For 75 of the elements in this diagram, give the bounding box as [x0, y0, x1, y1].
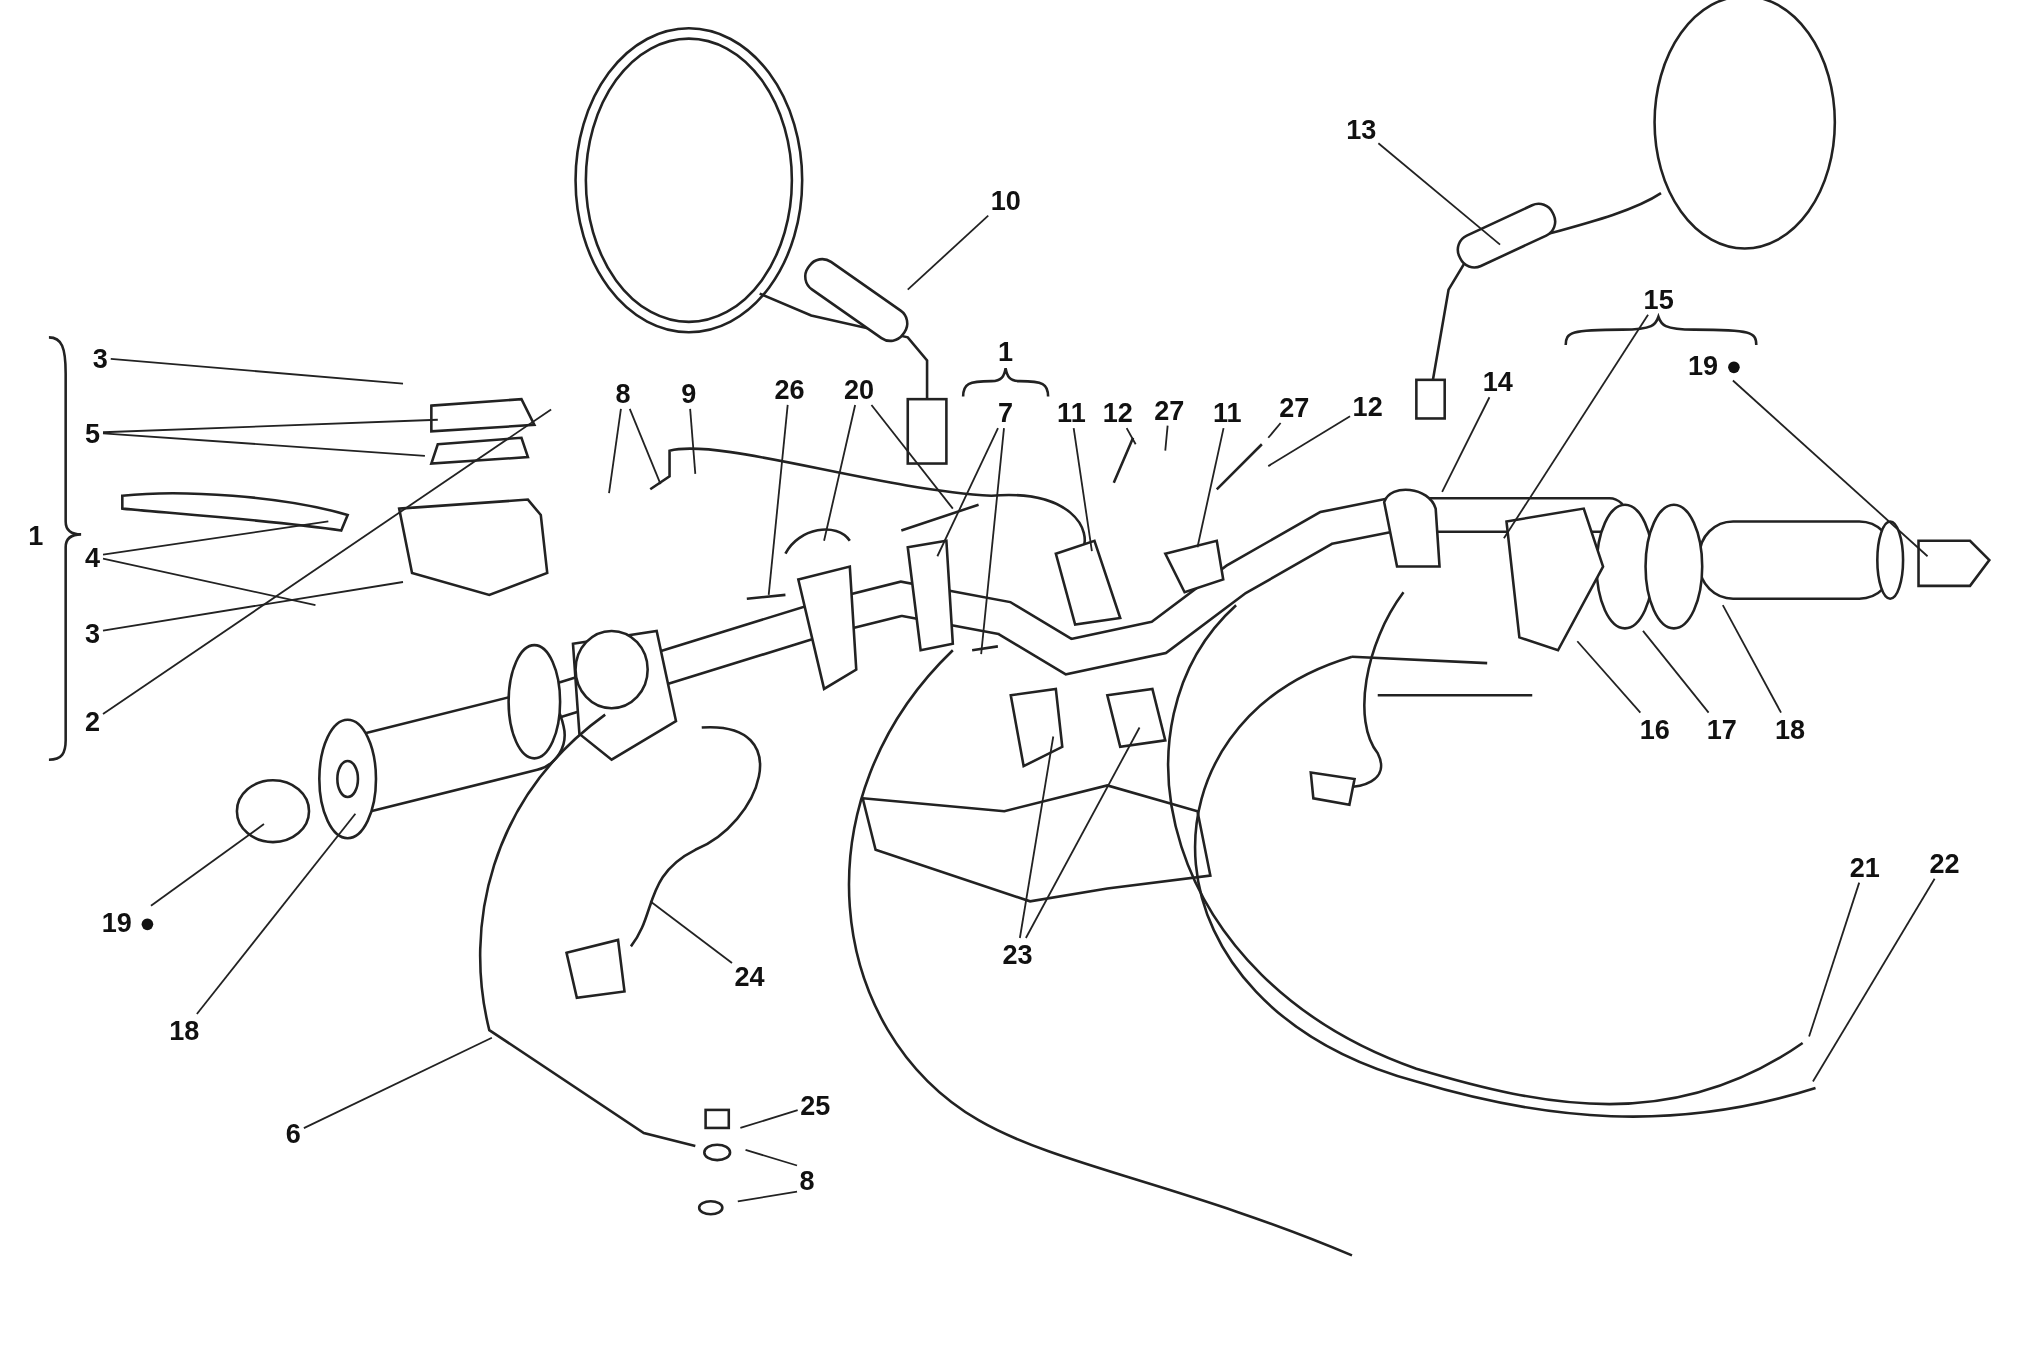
callout-number: 19 ● — [100, 907, 157, 937]
callout-number: 27 — [1277, 392, 1311, 422]
callout-number: 12 — [1351, 390, 1384, 421]
leader-line — [150, 823, 265, 907]
leader-line — [1018, 735, 1055, 939]
leader-line — [689, 407, 697, 475]
callout-number: 2 — [83, 706, 102, 736]
callout-number: 3 — [83, 617, 102, 647]
callout-number: 8 — [798, 1164, 816, 1195]
leader-line — [1267, 422, 1282, 439]
callout-number: 14 — [1481, 366, 1515, 396]
leader-line — [980, 427, 1005, 655]
callout-number: 7 — [996, 397, 1015, 427]
callout-number: 1 — [996, 335, 1014, 366]
leader-line — [102, 557, 317, 607]
callout-number: 16 — [1638, 713, 1672, 744]
leader-line — [1125, 427, 1137, 446]
callout-number: 11 — [1055, 397, 1087, 427]
callout-number: 13 — [1344, 113, 1378, 144]
callout-number: 25 — [798, 1089, 832, 1120]
callout-number: 12 — [1101, 397, 1135, 427]
leader-line — [823, 404, 857, 542]
leader-line — [736, 1190, 798, 1203]
leader-line — [1503, 313, 1649, 540]
callout-number: 15 — [1642, 283, 1675, 314]
leader-line — [870, 404, 954, 510]
leader-line — [102, 581, 404, 632]
leader-line — [936, 427, 999, 558]
callout-number: 5 — [83, 417, 102, 448]
callout-number: 3 — [91, 343, 110, 373]
leader-line — [102, 408, 552, 715]
callout-number: 23 — [1001, 939, 1034, 969]
leader-line — [1808, 881, 1861, 1038]
leader-line — [1377, 142, 1501, 246]
leader-line — [1267, 415, 1351, 467]
callout-number: 20 — [842, 374, 876, 404]
leader-line — [767, 404, 789, 596]
leader-line — [195, 812, 357, 1015]
leader-line — [1721, 604, 1782, 714]
callout-number: 19 ● — [1686, 349, 1744, 380]
leader-line — [739, 1109, 799, 1129]
callout-number: 26 — [773, 374, 806, 404]
leader-line — [1576, 640, 1642, 714]
callout-number: 6 — [284, 1118, 303, 1148]
callout-number: 4 — [83, 541, 102, 572]
callout-number: 1 — [27, 519, 45, 550]
leader-line — [302, 1036, 493, 1130]
leader-line — [102, 418, 439, 434]
leader-line — [109, 357, 404, 385]
leader-line — [1642, 630, 1710, 714]
leader-line — [744, 1148, 798, 1167]
callout-number: 17 — [1705, 713, 1739, 744]
callout-number: 24 — [733, 961, 766, 991]
leader-line — [102, 520, 330, 556]
callout-number: 27 — [1153, 394, 1186, 425]
callout-number: 8 — [614, 377, 632, 408]
leader-line — [102, 432, 426, 457]
leader-line — [1196, 427, 1225, 549]
leader-line — [628, 407, 662, 486]
callout-number: 22 — [1928, 847, 1961, 878]
callout-number: 9 — [679, 377, 698, 408]
leader-line — [649, 900, 733, 964]
leader-line — [1164, 424, 1169, 452]
callout-number: 18 — [168, 1015, 201, 1045]
leader-line — [906, 214, 990, 291]
callout-number: 10 — [989, 184, 1023, 215]
leader-line — [1732, 379, 1929, 558]
leader-line — [1025, 726, 1141, 939]
leader-line — [1812, 877, 1936, 1083]
callout-number: 21 — [1848, 851, 1881, 882]
leader-line — [608, 407, 622, 495]
leader-line — [1441, 396, 1491, 493]
callout-number: 18 — [1773, 713, 1807, 744]
callout-number: 11 — [1211, 397, 1243, 427]
leader-line — [1072, 427, 1093, 552]
